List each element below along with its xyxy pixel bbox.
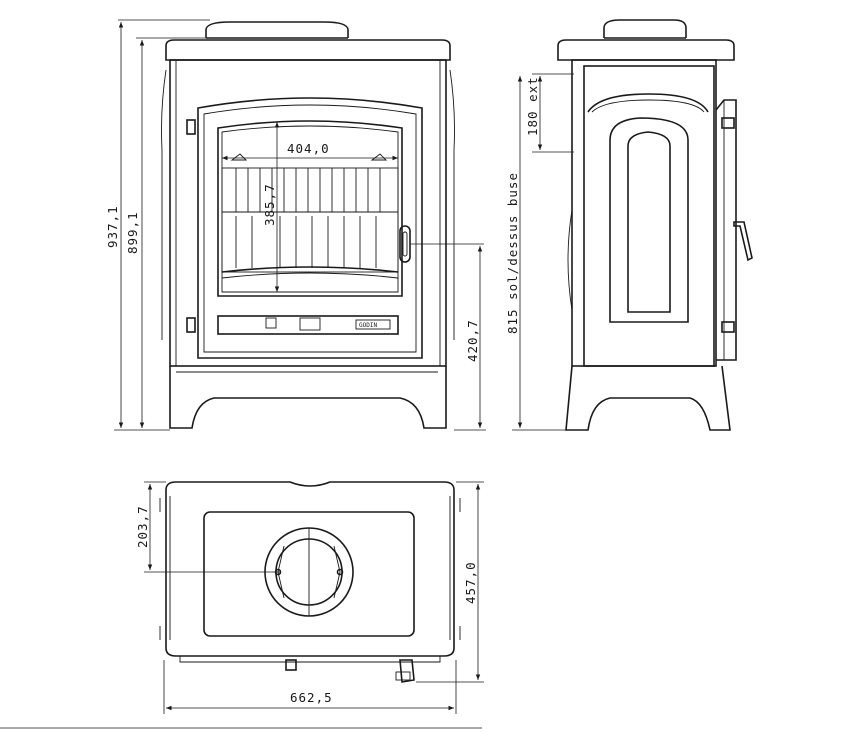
top-dimensions: 203,7 457,0 662,5 [135,481,484,714]
front-view: GODIN [161,21,455,429]
dim-total-height: 937,1 [105,205,120,248]
front-dimensions: 937,1 899,1 404,0 385,7 420,7 [105,19,486,431]
dim-window-width: 404,0 [287,141,330,156]
dim-outlet-depth: 203,7 [135,505,150,548]
side-dimensions: 180 ext 815 sol/dessus buse [505,73,574,431]
dim-outlet-height: 815 sol/dessus buse [505,172,520,334]
firebox-grille [221,167,399,279]
dim-window-height: 385,7 [262,183,277,226]
dim-total-width: 662,5 [290,690,333,705]
dim-handle-height: 420,7 [465,319,480,362]
top-view [159,481,461,683]
dim-total-depth: 457,0 [463,561,478,604]
brand-plate: GODIN [359,322,377,329]
side-view [557,19,753,431]
dim-body-height: 899,1 [125,211,140,254]
dim-outlet-ext: 180 ext [525,76,540,136]
